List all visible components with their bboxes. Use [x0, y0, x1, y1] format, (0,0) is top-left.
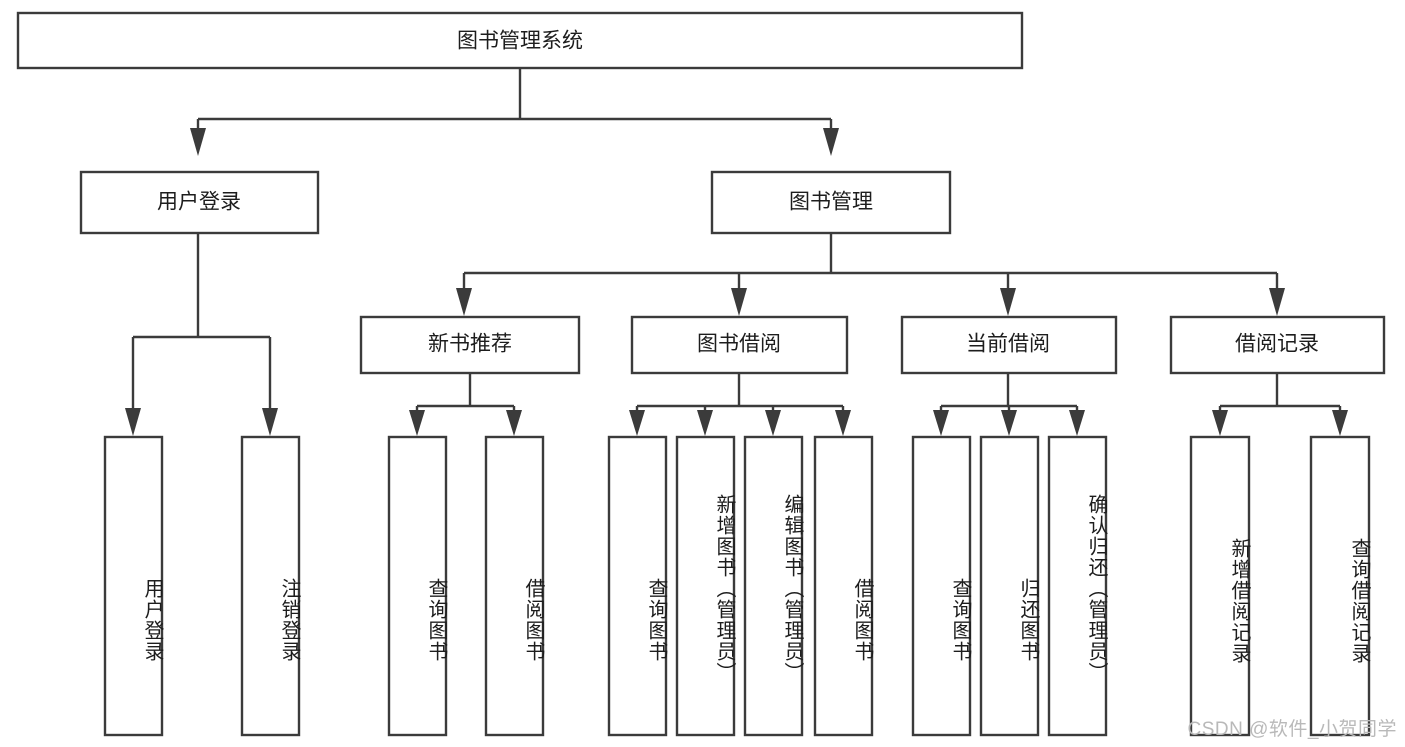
node-borrow-record-box[interactable] — [1169, 315, 1386, 375]
leaf-box-logout[interactable] — [240, 435, 301, 737]
arrow-to-new-book-recommend-icon — [456, 288, 472, 316]
node-current-borrow[interactable]: 当前借阅 — [900, 315, 1118, 375]
node-new-book-recommend-label: 新书推荐 — [428, 333, 512, 356]
leaf-box-borrow-book-2[interactable] — [813, 435, 874, 737]
connector-root-to-level1 — [190, 68, 839, 156]
connector-borrow-record-to-leaves — [1212, 373, 1348, 436]
connector-book-manage-to-level2 — [456, 233, 1285, 316]
arrow-to-book-borrow-icon — [731, 288, 747, 316]
arrow-leaf-query-book-3-icon — [933, 410, 949, 436]
arrow-leaf-borrow-book-1-icon — [506, 410, 522, 436]
node-user-login-label: 用户登录 — [157, 191, 241, 214]
node-book-manage-label: 图书管理 — [789, 191, 873, 214]
leaf-box-confirm-return[interactable] — [1047, 435, 1108, 737]
connector-new-book-to-leaves — [409, 373, 522, 436]
leaf-box-add-book[interactable] — [675, 435, 736, 737]
arrow-leaf-user-login-icon — [125, 408, 141, 436]
leaf-box-user-login[interactable] — [103, 435, 164, 737]
node-root[interactable]: 图书管理系统 — [16, 11, 1024, 70]
node-book-manage[interactable]: 图书管理 — [710, 170, 952, 235]
arrow-leaf-add-book-icon — [697, 410, 713, 436]
node-new-book-recommend[interactable]: 新书推荐 — [359, 315, 581, 375]
node-root-label: 图书管理系统 — [457, 30, 583, 53]
arrow-leaf-logout-icon — [262, 408, 278, 436]
node-borrow-record-label: 借阅记录 — [1235, 333, 1319, 356]
arrow-to-book-manage-icon — [823, 128, 839, 156]
arrow-leaf-query-record-icon — [1332, 410, 1348, 436]
arrow-leaf-add-record-icon — [1212, 410, 1228, 436]
node-current-borrow-box[interactable] — [900, 315, 1118, 375]
node-new-book-recommend-box[interactable] — [359, 315, 581, 375]
node-user-login-box[interactable] — [79, 170, 320, 235]
arrow-leaf-edit-book-icon — [765, 410, 781, 436]
connector-user-login-to-leaves — [125, 233, 278, 436]
leaf-box-edit-book[interactable] — [743, 435, 804, 737]
node-book-manage-box[interactable] — [710, 170, 952, 235]
leaf-box-query-book-3[interactable] — [911, 435, 972, 737]
arrow-leaf-query-book-2-icon — [629, 410, 645, 436]
arrow-leaf-query-book-1-icon — [409, 410, 425, 436]
node-current-borrow-label: 当前借阅 — [966, 333, 1050, 356]
leaf-box-borrow-book-1[interactable] — [484, 435, 545, 737]
leaf-box-return-book[interactable] — [979, 435, 1040, 737]
node-book-borrow-box[interactable] — [630, 315, 849, 375]
node-borrow-record[interactable]: 借阅记录 — [1169, 315, 1386, 375]
leaf-box-add-record[interactable] — [1189, 435, 1251, 737]
node-book-borrow-label: 图书借阅 — [697, 333, 781, 356]
leaf-box-query-book-2[interactable] — [607, 435, 668, 737]
csdn-watermark: CSDN @软件_小贺同学 — [1187, 719, 1397, 740]
connector-book-borrow-to-leaves — [629, 373, 851, 436]
node-user-login[interactable]: 用户登录 — [79, 170, 320, 235]
node-book-borrow[interactable]: 图书借阅 — [630, 315, 849, 375]
leaf-box-query-book-1[interactable] — [387, 435, 448, 737]
node-root-box[interactable] — [16, 11, 1024, 70]
arrow-to-current-borrow-icon — [1000, 288, 1016, 316]
connector-current-borrow-to-leaves — [933, 373, 1085, 436]
arrow-to-user-login-icon — [190, 128, 206, 156]
arrow-to-borrow-record-icon — [1269, 288, 1285, 316]
arrow-leaf-return-book-icon — [1001, 410, 1017, 436]
arrow-leaf-borrow-book-2-icon — [835, 410, 851, 436]
leaf-box-query-record[interactable] — [1309, 435, 1371, 737]
arrow-leaf-confirm-return-icon — [1069, 410, 1085, 436]
